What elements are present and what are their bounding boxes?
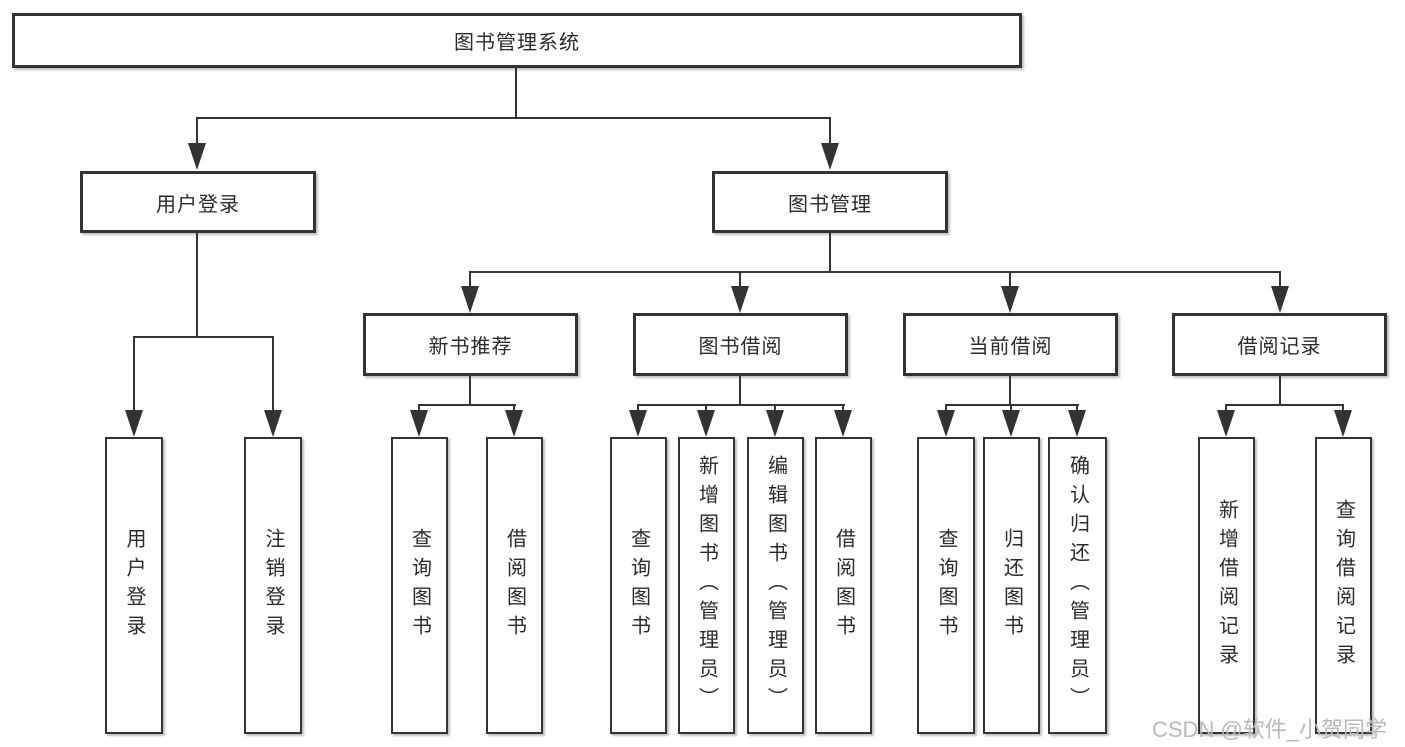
connector-line — [196, 117, 831, 119]
connector-line — [739, 376, 741, 406]
arrow-down-icon — [766, 410, 784, 437]
connector-line — [515, 68, 517, 118]
node-label: 查询图书 — [627, 527, 650, 644]
arrow-down-icon — [1068, 410, 1086, 437]
arrow-down-icon — [505, 410, 523, 437]
arrow-down-icon — [1334, 410, 1352, 437]
arrow-down-icon — [1002, 410, 1020, 437]
leaf-user-login: 用户登录 — [105, 437, 163, 734]
connector-line — [196, 117, 198, 144]
arrow-down-icon — [410, 410, 428, 437]
connector-line — [739, 271, 741, 288]
connector-line — [469, 376, 471, 406]
connector-line — [1342, 404, 1344, 413]
arrow-down-icon — [629, 410, 647, 437]
leaf-borrow-books: 借阅图书 — [815, 437, 872, 734]
connector-line — [774, 404, 776, 413]
leaf-query-books-borrowing: 查询图书 — [610, 437, 667, 734]
connector-line — [513, 404, 515, 413]
leaf-logout: 注销登录 — [244, 437, 302, 734]
connector-line — [469, 271, 471, 288]
node-label: 图书管理 — [788, 193, 872, 216]
node-label: 归还图书 — [1000, 527, 1023, 644]
csdn-watermark: CSDN @软件_小贺同学 — [1152, 717, 1388, 742]
connector-line — [1279, 271, 1281, 288]
leaf-return-books: 归还图书 — [983, 437, 1040, 734]
arrow-down-icon — [125, 410, 143, 437]
arrow-down-icon — [1001, 286, 1019, 313]
node-label: 当前借阅 — [968, 336, 1053, 358]
connector-line — [1279, 376, 1281, 406]
node-label: 查询图书 — [408, 527, 431, 644]
node-user-login: 用户登录 — [80, 171, 316, 233]
leaf-query-books-current: 查询图书 — [917, 437, 975, 734]
connector-line — [829, 117, 831, 144]
node-label: 注销登录 — [262, 527, 284, 644]
connector-line — [1225, 404, 1344, 406]
connector-line — [418, 404, 420, 413]
connector-line — [133, 336, 135, 411]
connector-line — [829, 233, 831, 273]
node-book-borrowing: 图书借阅 — [633, 313, 848, 376]
node-label: 借阅图书 — [503, 527, 526, 644]
connector-line — [196, 233, 198, 338]
node-label: 借阅记录 — [1237, 336, 1322, 358]
node-label: 用户登录 — [156, 193, 240, 216]
connector-line — [1009, 271, 1011, 288]
connector-line — [1076, 404, 1078, 413]
node-borrowing-records: 借阅记录 — [1172, 313, 1387, 376]
connector-line — [637, 404, 845, 406]
arrow-down-icon — [1217, 410, 1235, 437]
arrow-down-icon — [731, 286, 749, 313]
connector-line — [133, 336, 274, 338]
node-label: 确认归还（管理员） — [1066, 455, 1089, 716]
leaf-edit-books-admin: 编辑图书（管理员） — [747, 437, 804, 734]
node-label: 借阅图书 — [832, 527, 855, 644]
connector-line — [637, 404, 639, 413]
leaf-query-borrow-record: 查询借阅记录 — [1315, 437, 1372, 734]
leaf-add-books-admin: 新增图书（管理员） — [678, 437, 735, 734]
node-label: 用户登录 — [123, 527, 145, 644]
node-label: 新增借阅记录 — [1215, 498, 1238, 673]
node-library-management-system: 图书管理系统 — [12, 13, 1022, 68]
node-book-management: 图书管理 — [712, 171, 948, 233]
arrow-down-icon — [937, 410, 955, 437]
arrow-down-icon — [697, 410, 715, 437]
connector-line — [272, 336, 274, 411]
leaf-query-books-recommend: 查询图书 — [391, 437, 448, 734]
arrow-down-icon — [264, 410, 282, 437]
node-label: 查询借阅记录 — [1332, 498, 1355, 673]
leaf-add-borrow-record: 新增借阅记录 — [1198, 437, 1255, 734]
connector-line — [1225, 404, 1227, 413]
connector-line — [945, 404, 1079, 406]
connector-line — [418, 404, 516, 406]
connector-line — [945, 404, 947, 413]
arrow-down-icon — [834, 410, 852, 437]
connector-line — [469, 271, 1281, 273]
connector-line — [1009, 376, 1011, 406]
arrow-down-icon — [461, 286, 479, 313]
node-label: 新书推荐 — [428, 336, 513, 358]
leaf-confirm-return-admin: 确认归还（管理员） — [1048, 437, 1107, 734]
arrow-down-icon — [1271, 286, 1289, 313]
node-label: 图书管理系统 — [454, 32, 580, 54]
connector-line — [842, 404, 844, 413]
leaf-borrow-books-recommend: 借阅图书 — [486, 437, 543, 734]
connector-line — [1010, 404, 1012, 413]
arrow-down-icon — [188, 143, 206, 170]
node-label: 查询图书 — [935, 527, 957, 644]
node-label: 图书借阅 — [698, 336, 783, 358]
connector-line — [705, 404, 707, 413]
node-current-borrowing: 当前借阅 — [903, 313, 1118, 376]
node-label: 新增图书（管理员） — [695, 455, 718, 716]
arrow-down-icon — [821, 143, 839, 170]
node-label: 编辑图书（管理员） — [764, 455, 787, 716]
node-new-book-recommend: 新书推荐 — [363, 313, 578, 376]
